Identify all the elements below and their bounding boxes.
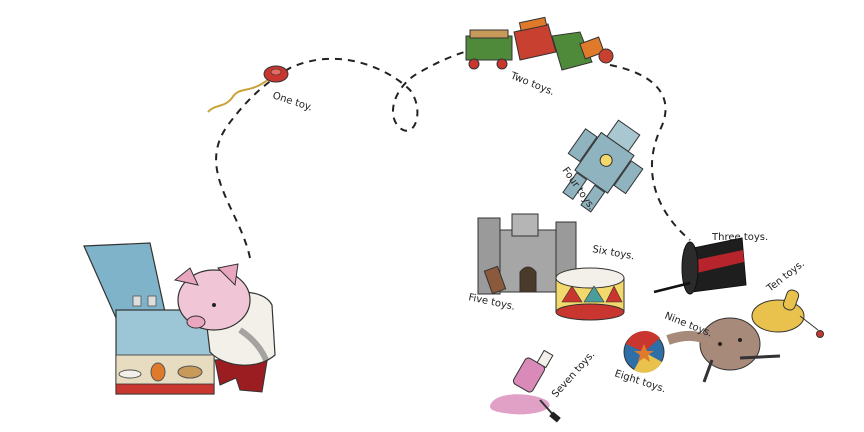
label-seven-toys: Seven toys. xyxy=(550,349,597,400)
pig-eye xyxy=(212,303,216,307)
label-eight-toys: Eight toys. xyxy=(613,368,667,395)
nail-polish-toy xyxy=(490,349,561,423)
label-two-toys: Two toys. xyxy=(508,70,556,98)
toy-zeppelin xyxy=(177,365,203,379)
label-three-toys: Three toys. xyxy=(711,232,768,243)
toy-box-lid xyxy=(83,242,166,319)
pig-ear-left xyxy=(173,267,199,286)
ball-toy xyxy=(623,330,665,373)
robot-toy xyxy=(562,119,644,213)
top-hat-toy xyxy=(653,237,747,295)
pig-ear-right xyxy=(216,263,239,287)
train-toy xyxy=(465,16,614,71)
drum-toy xyxy=(555,267,625,321)
pig-character xyxy=(173,263,276,393)
label-six-toys: Six toys. xyxy=(591,244,635,262)
stuffed-toy xyxy=(666,317,781,383)
rattle-toy xyxy=(751,289,824,338)
label-one-toy: One toy. xyxy=(271,90,314,113)
dashed-toy-path xyxy=(215,47,481,259)
toy-airplane xyxy=(118,369,142,379)
label-five-toys: Five toys. xyxy=(467,292,516,313)
toy-balloon xyxy=(150,362,166,382)
label-ten-toys: Ten toys. xyxy=(764,258,807,295)
dashed-toy-path-2 xyxy=(609,64,691,241)
castle-toy xyxy=(477,213,577,295)
yo-yo-toy xyxy=(207,65,289,113)
pig-snout xyxy=(186,315,206,329)
